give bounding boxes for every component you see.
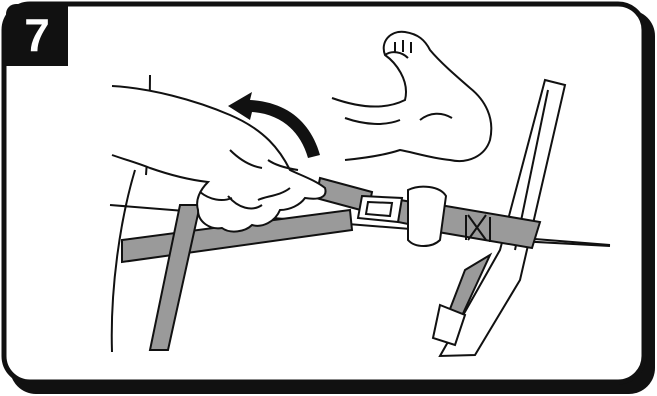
step-number-badge: 7: [6, 4, 68, 66]
